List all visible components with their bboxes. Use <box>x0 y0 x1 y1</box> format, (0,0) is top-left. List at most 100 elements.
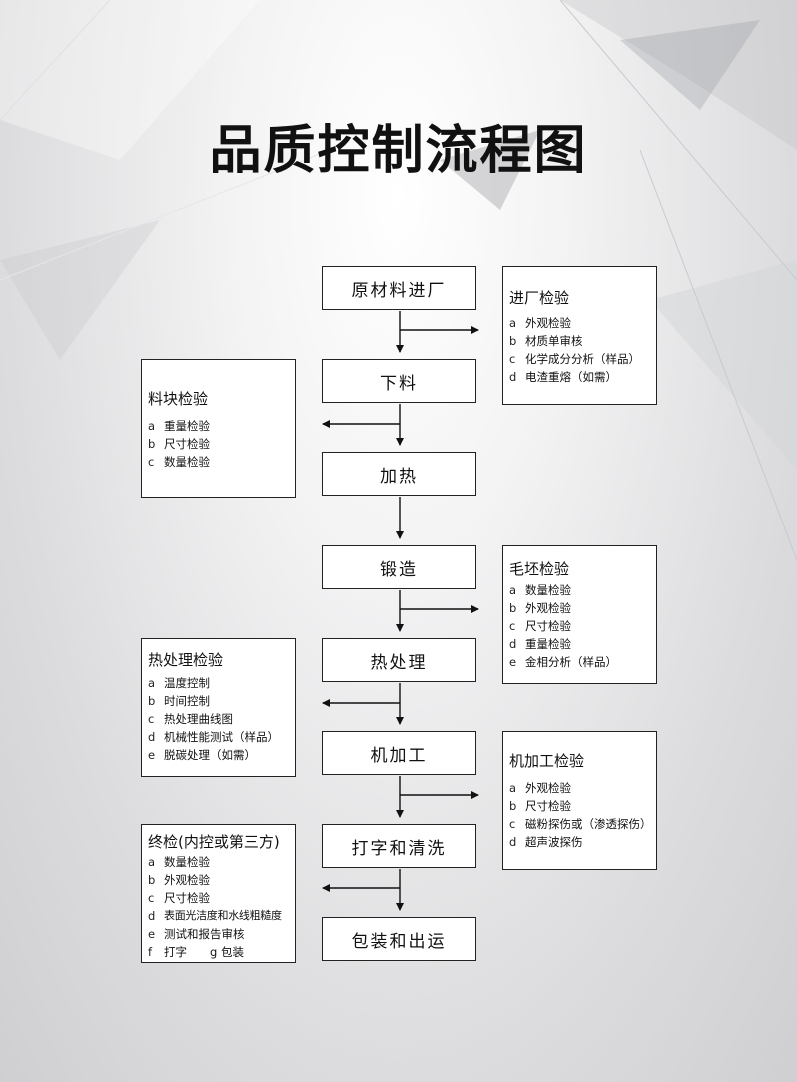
item-text: 化学成分分析（样品） <box>525 352 640 366</box>
item-letter: e <box>148 927 156 941</box>
item-letter: d <box>509 637 517 651</box>
list-item: d 机械性能测试（样品） <box>148 728 289 746</box>
item-text: 脱碳处理（如需） <box>164 748 256 762</box>
item-text: 外观检验 <box>525 316 571 330</box>
item-letter: d <box>509 835 517 849</box>
list-item: b 时间控制 <box>148 692 289 710</box>
list-item: b 外观检验 <box>148 871 289 889</box>
item-text: 电渣重熔（如需） <box>525 370 617 384</box>
item-letter: a <box>148 419 156 433</box>
item-text: 超声波探伤 <box>525 835 583 849</box>
item-text: 尺寸检验 <box>525 799 571 813</box>
list-item: a 数量检验 <box>148 853 289 871</box>
inspection-list: a 重量检验 b 尺寸检验 c 数量检验 <box>148 417 289 471</box>
list-item: d 超声波探伤 <box>509 833 650 851</box>
item-text: 金相分析（样品） <box>525 655 617 669</box>
item-text: 表面光洁度和水线粗糙度 <box>164 909 282 922</box>
inspection-box-final: 终检(内控或第三方) a 数量检验 b 外观检验 c 尺寸检验 d 表面光洁度和水线粗糙… <box>141 824 296 963</box>
item-text: 尺寸检验 <box>164 891 210 905</box>
item-letter: d <box>148 730 156 744</box>
item-text: 数量检验 <box>164 855 210 869</box>
list-item: c 化学成分分析（样品） <box>509 350 650 368</box>
list-item: d 重量检验 <box>509 635 650 653</box>
item-letter: d <box>148 909 156 923</box>
item-letter: c <box>148 712 155 726</box>
item-letter: c <box>148 891 155 905</box>
step-heating: 加热 <box>322 452 476 496</box>
item-letter: c <box>148 455 155 469</box>
item-text: 尺寸检验 <box>164 437 210 451</box>
page-title: 品质控制流程图 <box>209 121 588 181</box>
step-marking-cleaning: 打字和清洗 <box>322 824 476 868</box>
list-item: a 外观检验 <box>509 314 650 332</box>
item-letter: a <box>509 316 517 330</box>
list-item: c 尺寸检验 <box>148 889 289 907</box>
item-letter: b <box>509 799 517 813</box>
item-text: 外观检验 <box>525 601 571 615</box>
item-text: 磁粉探伤或（渗透探伤） <box>525 817 652 831</box>
item-letter: c <box>509 352 516 366</box>
item-text: 重量检验 <box>164 419 210 433</box>
list-item: c 磁粉探伤或（渗透探伤） <box>509 815 652 833</box>
inspection-box-blank: 料块检验 a 重量检验 b 尺寸检验 c 数量检验 <box>141 359 296 498</box>
item-letter: a <box>509 781 517 795</box>
item-text: 温度控制 <box>164 676 210 690</box>
step-packing-shipping: 包装和出运 <box>322 917 476 961</box>
list-item: e 测试和报告审核 <box>148 925 289 943</box>
item-text: 外观检验 <box>525 781 571 795</box>
item-text: 测试和报告审核 <box>164 927 245 941</box>
list-item: a 重量检验 <box>148 417 289 435</box>
item-letter: a <box>148 855 156 869</box>
item-text: 数量检验 <box>164 455 210 469</box>
list-item: a 温度控制 <box>148 674 289 692</box>
inspection-list: a 外观检验 b 尺寸检验 c 磁粉探伤或（渗透探伤） d 超声波探伤 <box>509 779 652 851</box>
list-item: b 尺寸检验 <box>148 435 289 453</box>
list-item: d 表面光洁度和水线粗糙度 <box>148 907 289 925</box>
step-machining: 机加工 <box>322 731 476 775</box>
list-item: e 脱碳处理（如需） <box>148 746 289 764</box>
item-letter: e <box>509 655 517 669</box>
item-text: 打字 g 包装 <box>164 945 244 959</box>
item-letter: b <box>148 437 156 451</box>
item-letter: a <box>148 676 156 690</box>
list-item: a 外观检验 <box>509 779 650 797</box>
item-text: 外观检验 <box>164 873 210 887</box>
item-letter: b <box>148 694 156 708</box>
inspection-title: 料块检验 <box>148 390 209 408</box>
list-item: f 打字 g 包装 <box>148 943 289 961</box>
inspection-title: 机加工检验 <box>509 752 585 770</box>
step-forging: 锻造 <box>322 545 476 589</box>
item-letter: c <box>509 619 516 633</box>
item-letter: b <box>148 873 156 887</box>
step-heat-treatment: 热处理 <box>322 638 476 682</box>
step-cutting: 下料 <box>322 359 476 403</box>
item-text: 重量检验 <box>525 637 571 651</box>
item-letter: b <box>509 601 517 615</box>
item-text: 材质单审核 <box>525 334 583 348</box>
inspection-box-machining: 机加工检验 a 外观检验 b 尺寸检验 c 磁粉探伤或（渗透探伤） d 超声波探伤 <box>502 731 657 870</box>
item-letter: c <box>509 817 516 831</box>
item-letter: f <box>148 945 153 959</box>
item-letter: a <box>509 583 517 597</box>
item-text: 数量检验 <box>525 583 571 597</box>
item-letter: e <box>148 748 156 762</box>
inspection-title: 终检(内控或第三方) <box>148 833 280 851</box>
inspection-title: 热处理检验 <box>148 651 224 669</box>
item-text: 时间控制 <box>164 694 210 708</box>
list-item: b 尺寸检验 <box>509 797 650 815</box>
inspection-title: 进厂检验 <box>509 289 570 307</box>
list-item: e 金相分析（样品） <box>509 653 650 671</box>
step-raw-material-intake: 原材料进厂 <box>322 266 476 310</box>
item-text: 机械性能测试（样品） <box>164 730 279 744</box>
